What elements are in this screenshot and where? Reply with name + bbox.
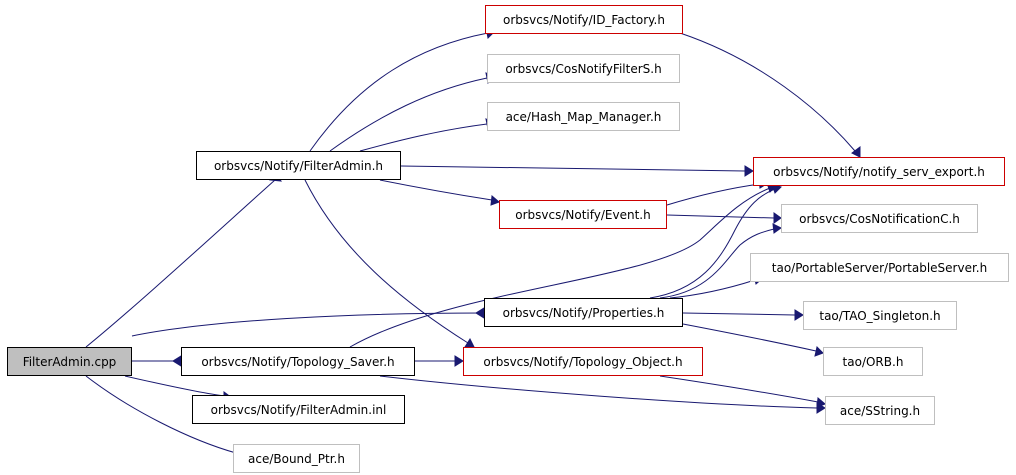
edge-arrowhead (814, 346, 824, 357)
node-tao-singleton-h[interactable]: tao/TAO_Singleton.h (803, 301, 957, 330)
edge-arrowhead (816, 397, 826, 408)
edge-filteradmin_h-to-id_factory_h (309, 27, 496, 152)
edge-line (304, 179, 469, 344)
edge-line (659, 375, 819, 403)
edge-arrowhead (851, 146, 861, 158)
node-cosnotifyfilters-h[interactable]: orbsvcs/CosNotifyFilterS.h (487, 54, 680, 83)
edge-line (124, 375, 226, 397)
edge-arrowhead (464, 337, 475, 348)
edge-line (329, 77, 488, 152)
edge-arrowhead (773, 212, 782, 224)
node-notify-serv-export-h[interactable]: orbsvcs/Notify/notify_serv_export.h (753, 157, 1005, 186)
edge-topology_object_h-to-sstring_h (659, 375, 826, 408)
edge-line (666, 183, 761, 206)
node-tao-orb-h[interactable]: tao/ORB.h (823, 347, 923, 376)
edge-filteradmin_cpp-to-properties_h (131, 307, 485, 337)
edge-line (666, 214, 775, 219)
edge-line (400, 165, 746, 172)
edge-topology_saver_h-to-topology_object_h (415, 355, 464, 367)
edge-filteradmin_h-to-cosnotifyfilters_h (329, 72, 496, 152)
edge-line (379, 375, 818, 409)
edge-arrowhead (772, 223, 782, 234)
edge-line (85, 375, 237, 454)
edge-filteradmin_h-to-hash_map_manager_h (359, 118, 496, 152)
node-ace-hash-map-manager-h[interactable]: ace/Hash_Map_Manager.h (487, 102, 680, 131)
edge-line (682, 323, 817, 352)
edge-arrowhead (794, 309, 804, 321)
edge-line (659, 228, 775, 299)
node-notify-properties-h[interactable]: orbsvcs/Notify/Properties.h (484, 298, 683, 327)
edge-filteradmin_h-to-notify_serv_export_h (400, 165, 754, 177)
edge-arrowhead (454, 355, 464, 367)
node-cosnotificationc-h[interactable]: orbsvcs/CosNotificationC.h (781, 204, 978, 233)
edge-line (349, 187, 771, 348)
edge-id_factory_h-to-notify_serv_export_h (679, 32, 861, 158)
node-ace-sstring-h[interactable]: ace/SString.h (825, 396, 935, 425)
node-notify-topology-saver-h[interactable]: orbsvcs/Notify/Topology_Saver.h (181, 347, 415, 376)
edge-line (649, 188, 776, 299)
edge-line (309, 32, 489, 152)
edge-arrowhead (490, 195, 500, 206)
node-filteradmin-cpp[interactable]: FilterAdmin.cpp (7, 347, 132, 376)
edge-line (679, 32, 856, 152)
node-portableserver-h[interactable]: tao/PortableServer/PortableServer.h (750, 253, 1009, 282)
edge-topology_saver_h-to-sstring_h (379, 375, 826, 414)
edge-arrowhead (744, 165, 754, 177)
node-ace-bound-ptr-h[interactable]: ace/Bound_Ptr.h (233, 444, 360, 473)
node-notify-event-h[interactable]: orbsvcs/Notify/Event.h (499, 200, 667, 229)
edge-line (669, 279, 756, 299)
edge-line (682, 312, 796, 316)
edge-properties_h-to-orb_h (682, 323, 824, 357)
edge-filteradmin_cpp-to-topology_saver_h (132, 355, 182, 367)
edge-line (359, 123, 488, 152)
edge-line (379, 179, 493, 201)
edge-properties_h-to-cosnotificationc_h (659, 223, 782, 299)
edge-arrowhead (172, 355, 182, 367)
node-notify-filteradmin-inl[interactable]: orbsvcs/Notify/FilterAdmin.inl (192, 395, 405, 424)
edge-line (85, 179, 276, 348)
node-notify-id-factory-h[interactable]: orbsvcs/Notify/ID_Factory.h (485, 5, 683, 34)
edge-line (131, 312, 485, 337)
edge-filteradmin_h-to-event_h (379, 179, 500, 206)
edge-event_h-to-cosnotificationc_h (666, 212, 782, 224)
node-notify-topology-object-h[interactable]: orbsvcs/Notify/Topology_Object.h (463, 347, 703, 376)
edge-arrowhead (475, 307, 485, 319)
edge-filteradmin_h-to-topology_object_h (304, 179, 475, 348)
node-notify-filteradmin-h[interactable]: orbsvcs/Notify/FilterAdmin.h (196, 151, 401, 180)
edge-properties_h-to-tao_singleton_h (682, 309, 804, 321)
